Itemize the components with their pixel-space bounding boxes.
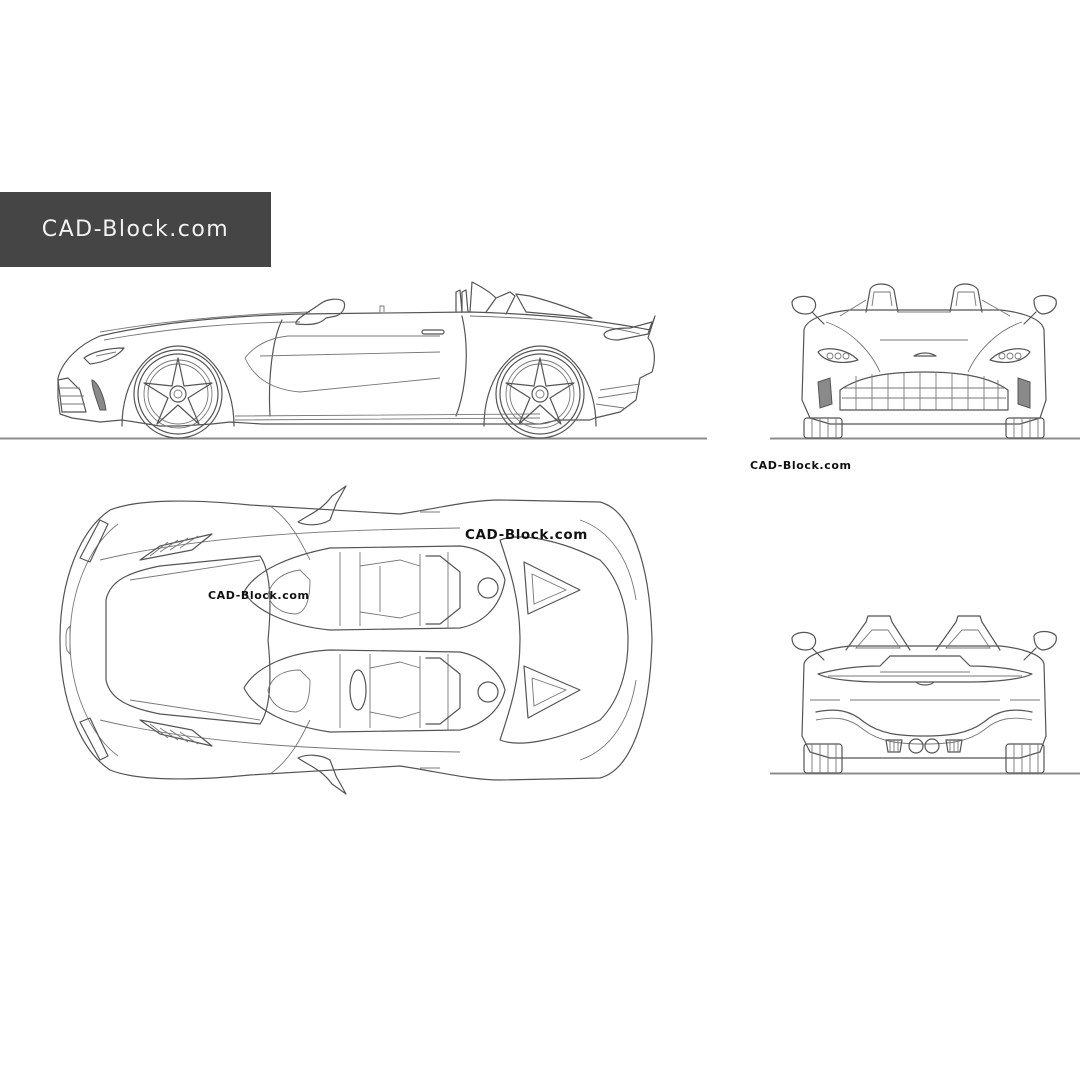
brand-banner: CAD-Block.com: [0, 192, 271, 267]
front-view-drawing: [770, 283, 1080, 440]
rear-wheel: [483, 345, 597, 439]
grille-bars: [842, 372, 1006, 410]
front-wheel: [121, 345, 235, 439]
watermark-top-view-right: CAD-Block.com: [465, 527, 588, 543]
brand-banner-text: CAD-Block.com: [41, 217, 230, 242]
watermark-front-view: CAD-Block.com: [750, 459, 852, 472]
rear-view-drawing: [770, 615, 1080, 775]
top-view-drawing: [59, 485, 653, 795]
side-view-drawing: [0, 281, 707, 440]
watermark-top-view-left: CAD-Block.com: [208, 589, 310, 602]
